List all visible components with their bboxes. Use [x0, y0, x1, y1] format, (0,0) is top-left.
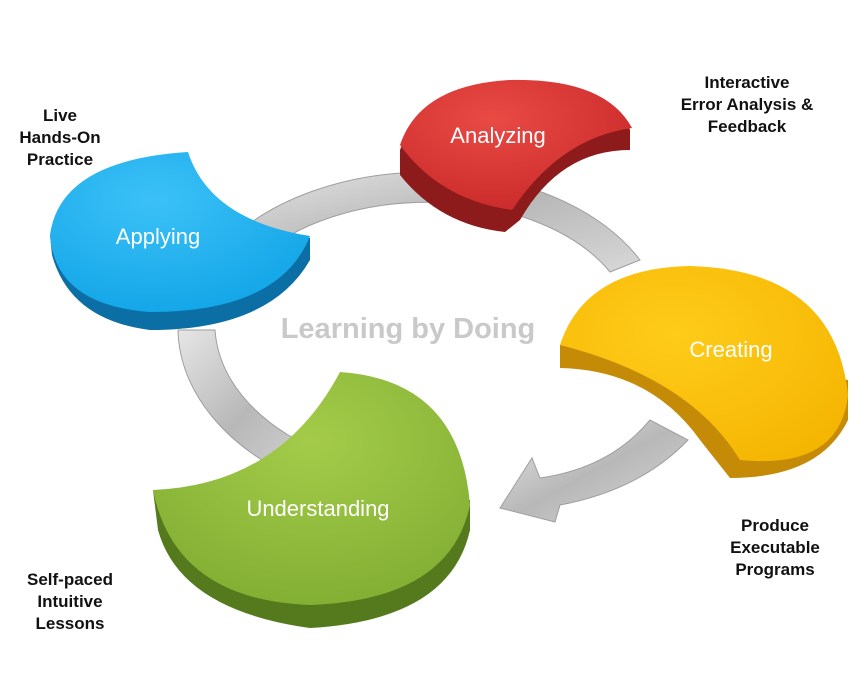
note-line: Hands-On: [19, 128, 101, 147]
note-applying: Live Hands-On Practice: [0, 105, 120, 171]
note-understanding: Self-paced Intuitive Lessons: [5, 569, 135, 635]
note-line: Produce: [740, 516, 810, 535]
diagram-title: Learning by Doing: [281, 313, 536, 345]
stage-label-creating: Creating: [689, 337, 772, 362]
note-line: Interactive: [704, 73, 790, 92]
note-line: Executable: [730, 538, 820, 557]
stage-creating: [560, 266, 848, 478]
note-creating: Produce Executable Programs: [695, 515, 855, 581]
stage-applying: [50, 152, 310, 330]
stage-analyzing: [400, 79, 632, 232]
note-line: Practice: [26, 150, 94, 169]
stage-label-analyzing: Analyzing: [450, 123, 545, 148]
note-line: Live: [42, 106, 78, 125]
note-line: Intuitive: [37, 592, 103, 611]
note-line: Error Analysis &: [680, 95, 814, 114]
note-line: Lessons: [35, 614, 105, 633]
note-line: Self-paced: [27, 570, 113, 589]
note-line: Programs: [735, 560, 815, 579]
note-line: Feedback: [707, 117, 787, 136]
stage-label-applying: Applying: [116, 224, 200, 249]
stage-understanding: [153, 372, 470, 628]
stage-label-understanding: Understanding: [246, 496, 389, 521]
note-analyzing: Interactive Error Analysis & Feedback: [652, 72, 842, 138]
